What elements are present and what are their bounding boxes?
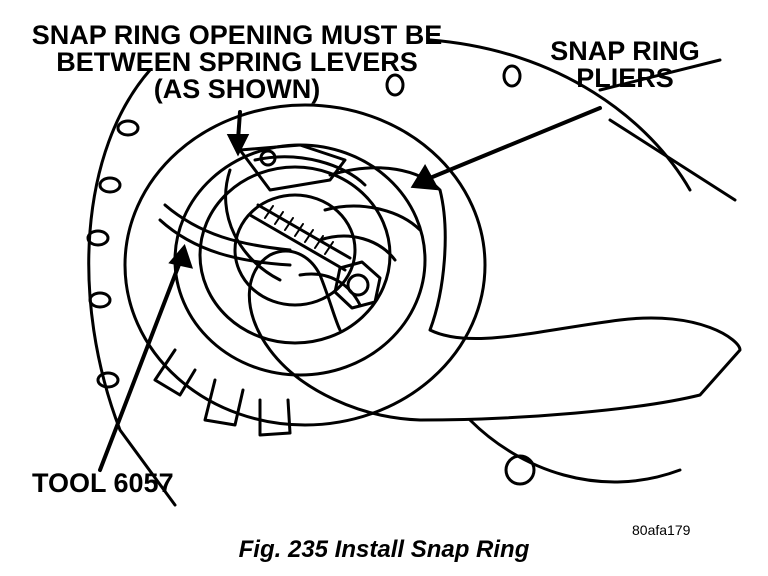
figure-id: 80afa179: [632, 522, 691, 538]
housing-right-edge: [600, 60, 735, 200]
housing-hole: [506, 456, 534, 484]
hex-nut: [335, 262, 380, 308]
tool-6057: [160, 205, 290, 265]
callout-line: SNAP RING: [550, 36, 700, 66]
hub-ring: [235, 195, 355, 305]
callout-tool-6057: TOOL 6057: [32, 468, 174, 498]
bolt-hole: [504, 66, 520, 86]
bolt-hole: [387, 75, 403, 95]
spring-levers: [155, 350, 290, 435]
hand-fingers: [300, 206, 420, 305]
hand: [249, 168, 740, 420]
housing-lower-arc: [470, 420, 680, 482]
callout-line: (AS SHOWN): [153, 74, 321, 104]
middle-ring: [175, 145, 425, 375]
snap-ring-pliers: [240, 145, 345, 190]
arrow-tool: [100, 262, 180, 470]
callout-snap-ring-opening: SNAP RING OPENING MUST BE BETWEEN SPRING…: [22, 22, 452, 103]
bolt-hole: [88, 231, 108, 245]
housing-outer-arc: [430, 40, 690, 190]
snap-ring: [226, 157, 365, 280]
bolt-hole: [90, 293, 110, 307]
rod-threads: [265, 206, 333, 254]
bolt-hole: [98, 373, 118, 387]
threaded-rod: [250, 205, 350, 270]
callout-line: SNAP RING OPENING MUST BE: [31, 20, 443, 50]
outer-ring: [125, 105, 485, 425]
callout-line: PLIERS: [576, 63, 674, 93]
bolt-hole: [118, 121, 138, 135]
callout-snap-ring-pliers: SNAP RING PLIERS: [540, 38, 710, 92]
bolt-hole: [100, 178, 120, 192]
figure-caption: Fig. 235 Install Snap Ring: [238, 536, 530, 563]
arrow-pliers: [430, 108, 600, 178]
callout-line: BETWEEN SPRING LEVERS: [56, 47, 418, 77]
